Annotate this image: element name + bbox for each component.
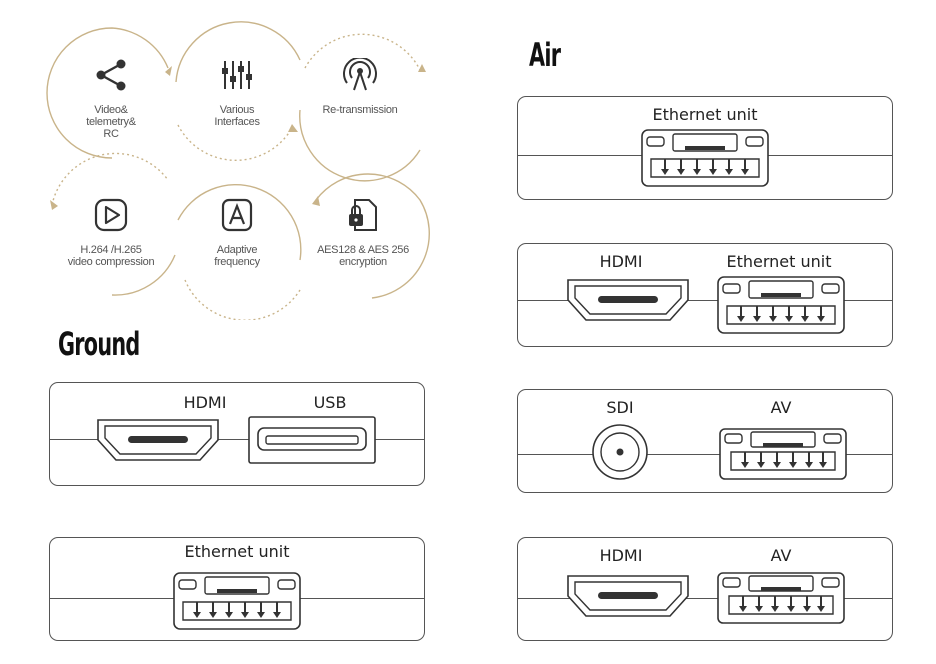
antenna-signal-icon xyxy=(342,58,378,92)
ground-panel-ethernet: Ethernet unit xyxy=(49,537,425,641)
port-label-hdmi: HDMI xyxy=(599,252,643,271)
feature-retransmission: Re-transmission xyxy=(295,30,425,160)
sdi-port-icon xyxy=(592,424,648,480)
feature-label: Adaptive frequency xyxy=(214,244,260,268)
lock-document-icon xyxy=(345,198,381,232)
hdmi-port-icon xyxy=(97,419,219,461)
feature-encryption: AES128 & AES 256 encryption xyxy=(298,170,428,300)
feature-label: Various Interfaces xyxy=(214,104,260,128)
port-label-ethernet: Ethernet unit xyxy=(184,542,290,561)
port-label-usb: USB xyxy=(313,393,347,412)
ground-panel-hdmi-usb: HDMI USB xyxy=(49,382,425,486)
hdmi-port-icon xyxy=(567,279,689,321)
feature-label: Re-transmission xyxy=(322,104,398,116)
letter-a-icon xyxy=(219,198,255,232)
play-icon xyxy=(93,198,129,232)
av-port-icon xyxy=(719,428,847,480)
port-label-ethernet: Ethernet unit xyxy=(726,252,832,271)
port-label-hdmi: HDMI xyxy=(183,393,227,412)
panel-line xyxy=(518,454,892,456)
air-panel-ethernet: Ethernet unit xyxy=(517,96,893,200)
port-label-av: AV xyxy=(770,398,792,417)
port-label-sdi: SDI xyxy=(606,398,634,417)
air-heading: Air xyxy=(529,36,561,74)
feature-adaptive-frequency: Adaptive frequency xyxy=(172,170,302,300)
ethernet-port-icon xyxy=(173,572,301,630)
panel-line xyxy=(50,439,424,441)
sliders-icon xyxy=(219,58,255,92)
usb-port-icon xyxy=(248,416,376,464)
port-label-av: AV xyxy=(770,546,792,565)
feature-video-compression: H.264 /H.265 video compression xyxy=(46,170,176,300)
hdmi-port-icon xyxy=(567,575,689,617)
feature-interfaces: Various Interfaces xyxy=(172,30,302,160)
panel-line xyxy=(518,598,892,600)
share-icon xyxy=(93,58,129,92)
port-label-ethernet: Ethernet unit xyxy=(652,105,758,124)
feature-label: H.264 /H.265 video compression xyxy=(67,244,155,268)
feature-label: AES128 & AES 256 encryption xyxy=(317,244,409,268)
air-panel-hdmi-av: HDMI AV xyxy=(517,537,893,641)
ethernet-port-icon xyxy=(641,129,769,187)
port-label-hdmi: HDMI xyxy=(599,546,643,565)
air-panel-hdmi-ethernet: HDMI Ethernet unit xyxy=(517,243,893,347)
panel-line xyxy=(518,300,892,302)
feature-label: Video& telemetry& RC xyxy=(86,104,136,140)
air-panel-sdi-av: SDI AV xyxy=(517,389,893,493)
ethernet-port-icon xyxy=(717,276,845,334)
feature-video-telemetry: Video& telemetry& RC xyxy=(46,30,176,160)
av-port-icon xyxy=(717,572,845,624)
ground-heading: Ground xyxy=(58,325,140,363)
